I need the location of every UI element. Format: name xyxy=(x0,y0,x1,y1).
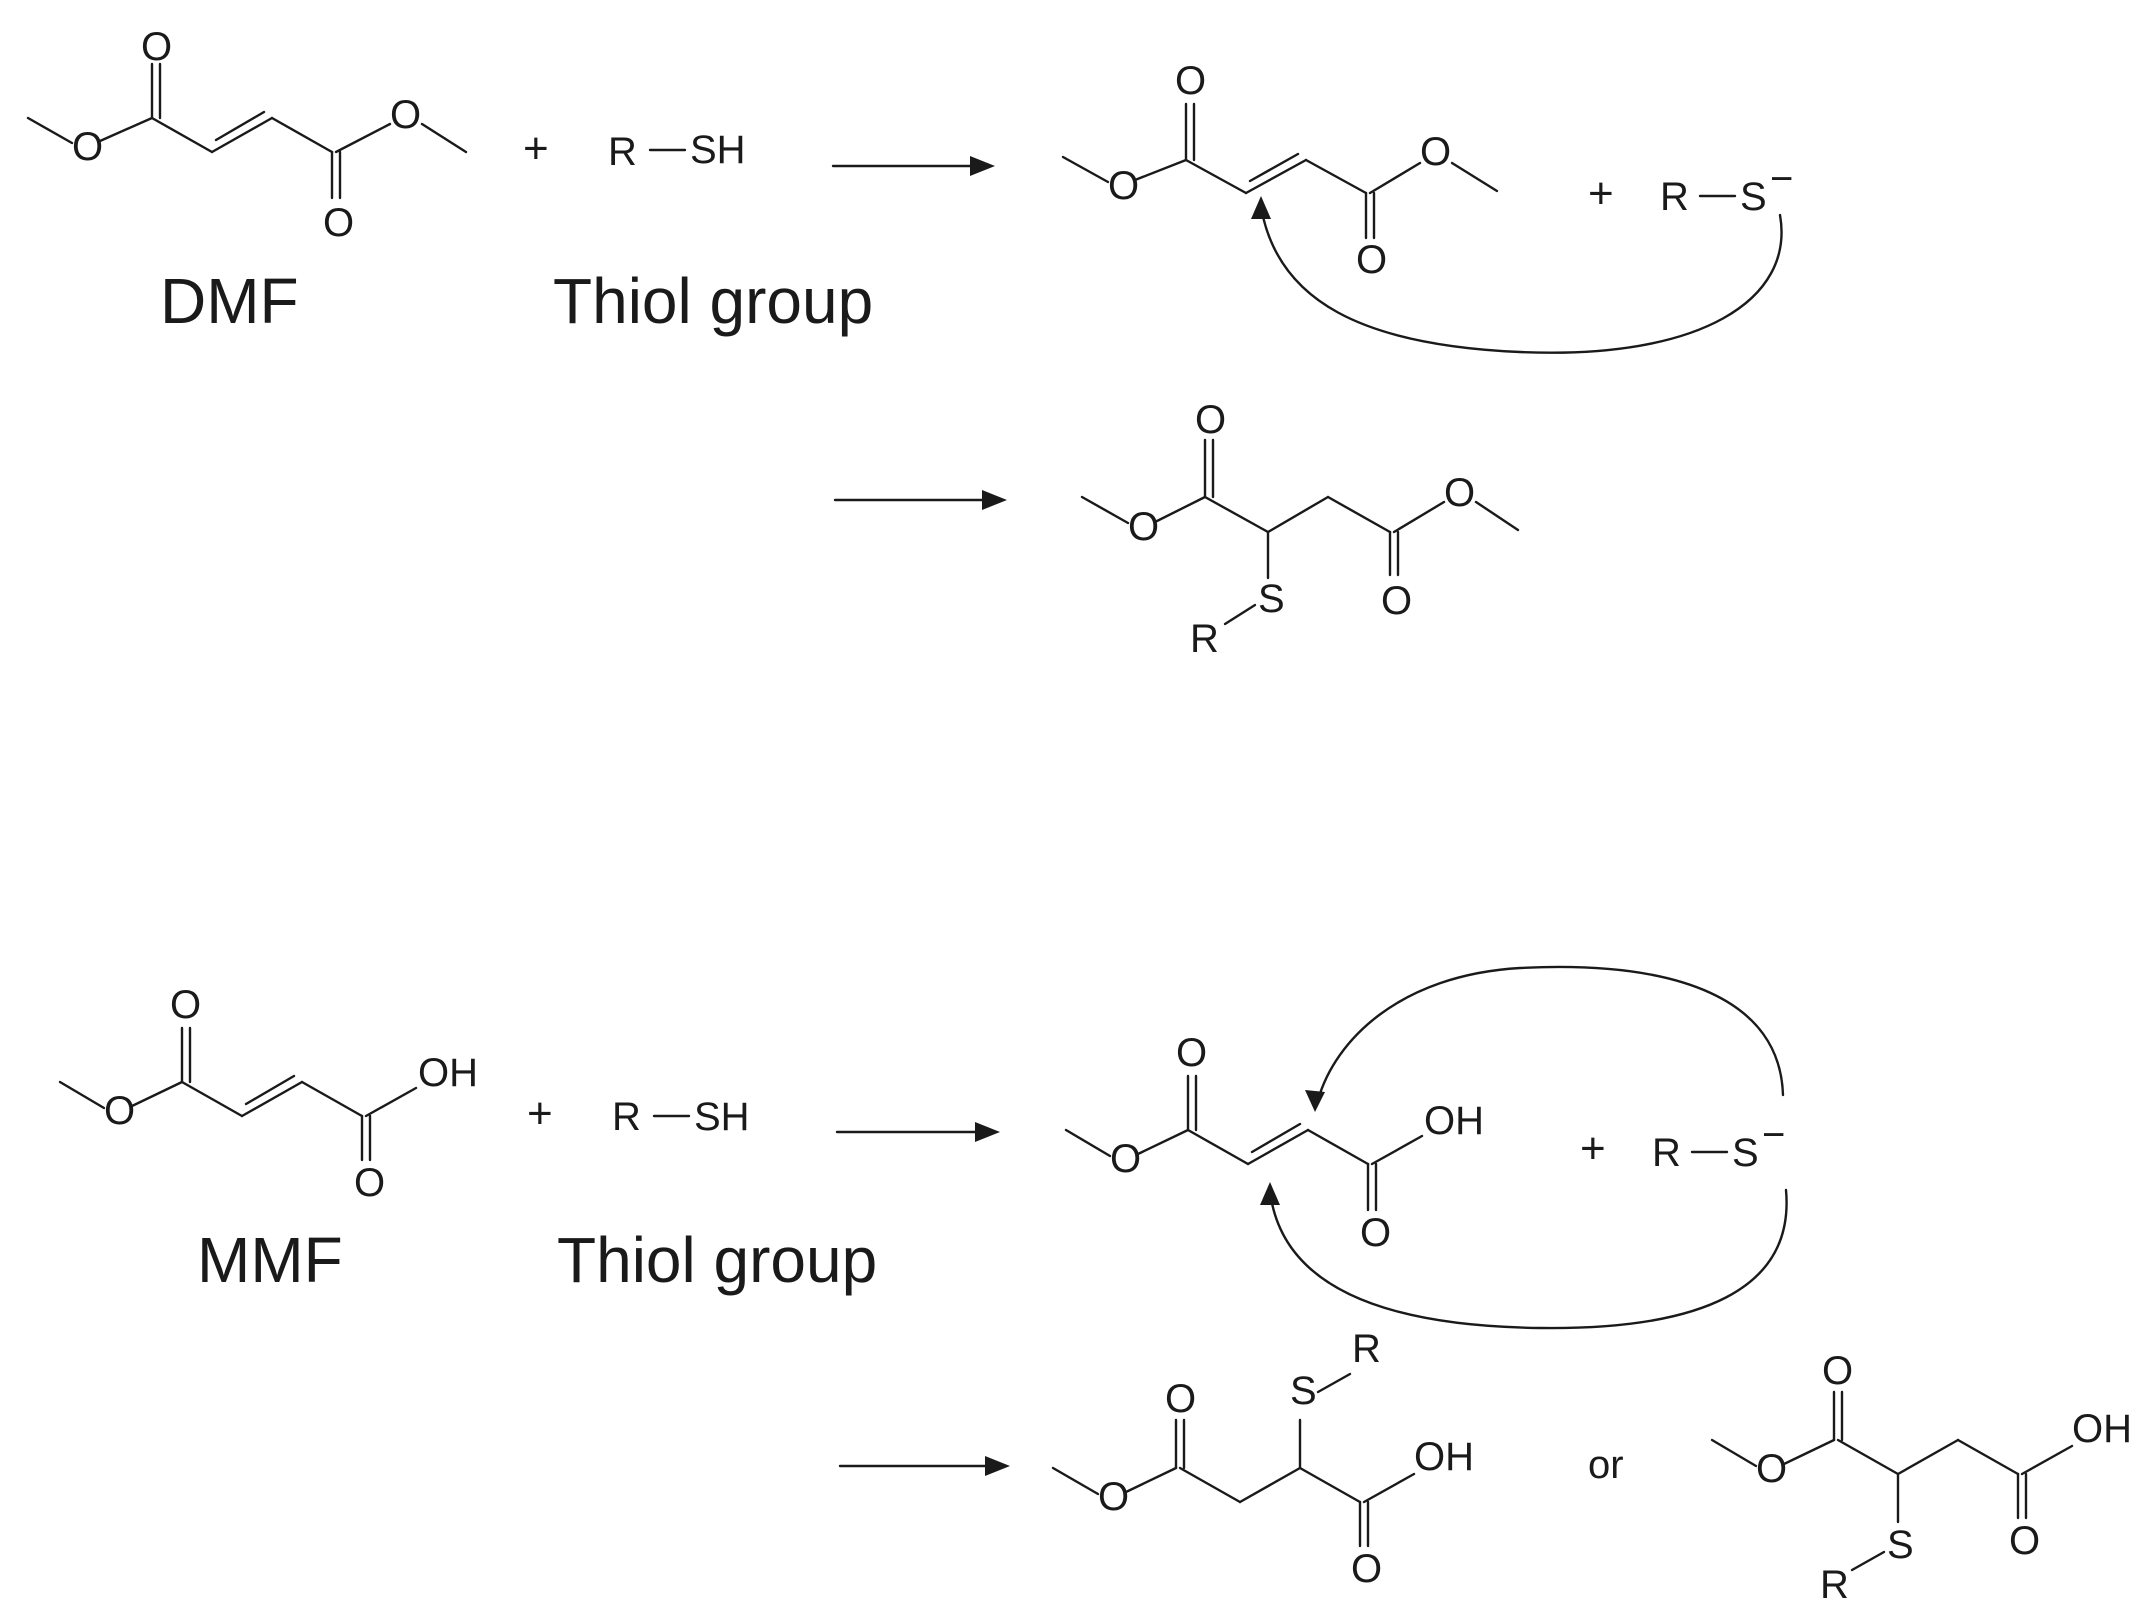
mmf-adduct-product-1-structure: O O O OH S R xyxy=(1051,1327,1474,1591)
thiolate-structure: R S − xyxy=(1660,157,1793,219)
hydroxyl-group: OH xyxy=(1414,1435,1474,1479)
or-connector: or xyxy=(1588,1443,1624,1487)
ester-oxygen: O xyxy=(1444,471,1475,515)
thiolate-s-label: S xyxy=(1740,175,1767,219)
thiol-group-caption: Thiol group xyxy=(557,1224,877,1296)
thiol-r-label: R xyxy=(612,1095,641,1139)
sulfur-atom: S xyxy=(1290,1369,1317,1413)
dmf-structure: O O O O xyxy=(26,25,468,245)
carbonyl-oxygen: O xyxy=(170,983,201,1027)
plus-sign: + xyxy=(1580,1124,1606,1173)
nucleophilic-attack-arrow xyxy=(1251,196,1783,354)
ester-oxygen: O xyxy=(1110,1137,1141,1181)
hydroxyl-group: OH xyxy=(1424,1099,1484,1143)
hydroxyl-group: OH xyxy=(418,1051,478,1095)
dmf-caption: DMF xyxy=(160,265,299,337)
hydroxyl-group: OH xyxy=(2072,1407,2132,1451)
carbonyl-oxygen: O xyxy=(1381,579,1412,623)
thiolate-structure: R S − xyxy=(1652,1113,1785,1175)
ester-oxygen: O xyxy=(1108,164,1139,208)
sulfur-atom: S xyxy=(1887,1523,1914,1567)
thiolate-s-label: S xyxy=(1732,1131,1759,1175)
ester-oxygen: O xyxy=(1420,130,1451,174)
thiol-r-label: R xyxy=(608,130,637,174)
nucleophilic-attack-arrow xyxy=(1305,965,1785,1112)
carbonyl-oxygen: O xyxy=(1175,59,1206,103)
carbonyl-oxygen: O xyxy=(1822,1349,1853,1393)
thiol-group-caption: Thiol group xyxy=(553,265,873,337)
dmf-carbonyl-oxygen-2: O xyxy=(323,201,354,245)
dmf-thiol-adduct-structure: O O O O S R xyxy=(1080,398,1520,661)
dmf-carbonyl-oxygen: O xyxy=(141,25,172,69)
reaction-arrow xyxy=(835,1122,1000,1142)
carbonyl-oxygen: O xyxy=(1351,1547,1382,1591)
r-substituent: R xyxy=(1190,617,1219,661)
dmf-structure-activated: O O O O xyxy=(1061,59,1499,282)
thiolate-r-label: R xyxy=(1652,1131,1681,1175)
carbonyl-oxygen: O xyxy=(1165,1377,1196,1421)
reaction-arrow xyxy=(831,156,995,176)
thiol-structure: R SH xyxy=(608,128,746,174)
negative-charge: − xyxy=(1770,157,1793,201)
r-substituent: R xyxy=(1820,1563,1849,1607)
r-substituent: R xyxy=(1352,1327,1381,1371)
mmf-caption: MMF xyxy=(197,1224,343,1296)
sulfur-atom: S xyxy=(1258,577,1285,621)
ester-oxygen: O xyxy=(1756,1447,1787,1491)
carbonyl-oxygen: O xyxy=(1360,1211,1391,1255)
ester-oxygen: O xyxy=(1098,1475,1129,1519)
plus-sign: + xyxy=(523,124,549,173)
mmf-structure-activated: O O O OH xyxy=(1064,1031,1484,1255)
thiol-structure: R SH xyxy=(612,1095,750,1139)
dmf-ester-oxygen-2: O xyxy=(390,93,421,137)
carbonyl-oxygen: O xyxy=(1356,238,1387,282)
reaction-arrow xyxy=(833,490,1007,510)
mmf-adduct-product-2-structure: O O O OH S R xyxy=(1710,1349,2132,1607)
negative-charge: − xyxy=(1762,1113,1785,1157)
plus-sign: + xyxy=(1588,169,1614,218)
nucleophilic-attack-arrow xyxy=(1260,1182,1788,1330)
dmf-ester-oxygen: O xyxy=(72,125,103,169)
mmf-structure: O O O OH xyxy=(58,983,478,1205)
plus-sign: + xyxy=(527,1089,553,1138)
carbonyl-oxygen: O xyxy=(1195,398,1226,442)
carbonyl-oxygen: O xyxy=(354,1161,385,1205)
thiol-sh-label: SH xyxy=(694,1095,750,1139)
ester-oxygen: O xyxy=(1128,505,1159,549)
thiolate-r-label: R xyxy=(1660,175,1689,219)
ester-oxygen: O xyxy=(104,1089,135,1133)
thiol-sh-label: SH xyxy=(690,128,746,172)
carbonyl-oxygen: O xyxy=(1176,1031,1207,1075)
reaction-arrow xyxy=(838,1456,1010,1476)
carbonyl-oxygen: O xyxy=(2009,1519,2040,1563)
